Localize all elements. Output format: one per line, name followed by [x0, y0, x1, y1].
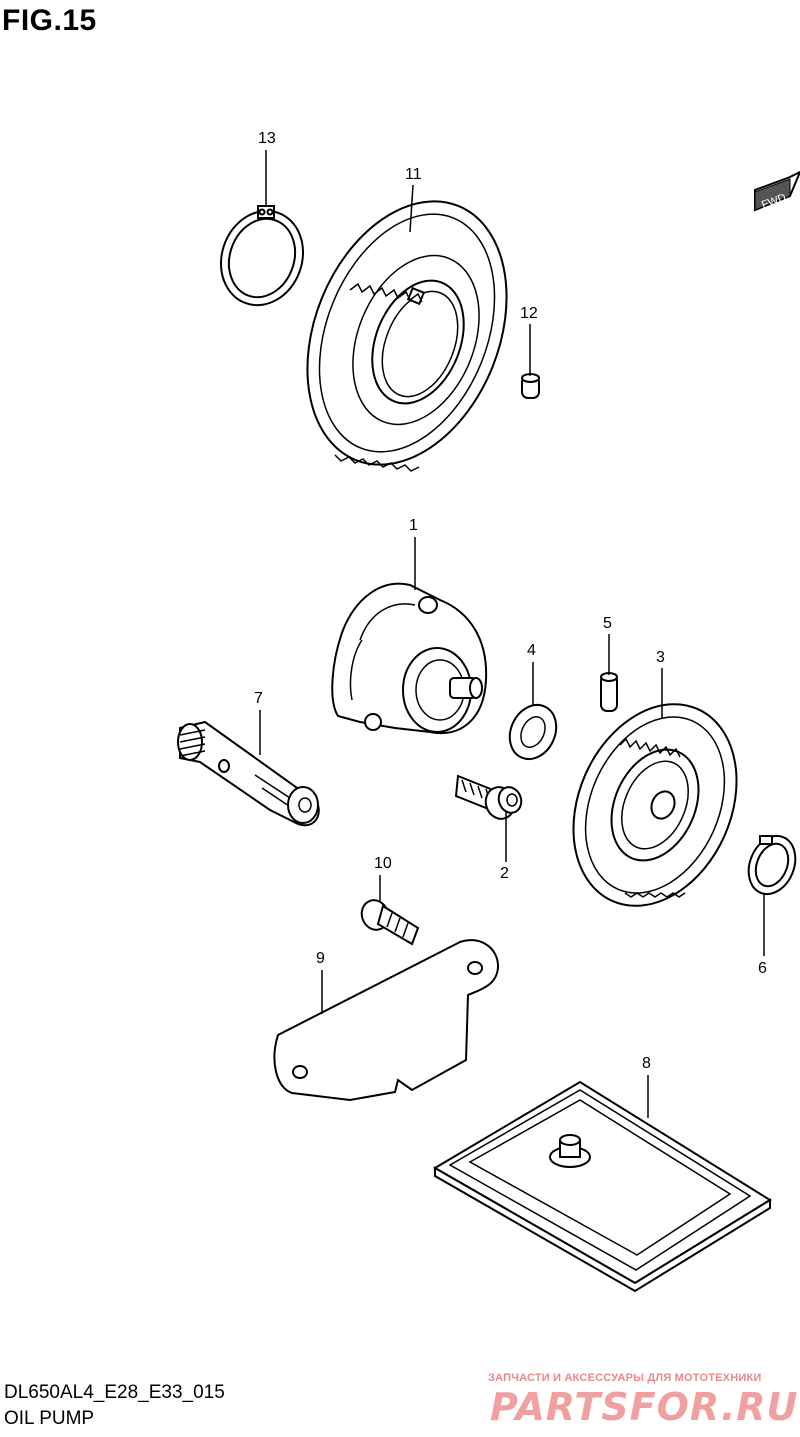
- fwd-arrow-icon: FWD: [754, 170, 800, 212]
- part-6-circlip: [747, 834, 797, 896]
- callout-7: 7: [254, 690, 263, 707]
- callout-12: 12: [520, 305, 538, 322]
- watermark-logo: PARTSFOR.RU: [490, 1385, 799, 1429]
- part-11-driven-gear: [306, 200, 508, 472]
- callout-5: 5: [603, 615, 612, 632]
- part-13-circlip: [219, 205, 305, 307]
- callout-10: 10: [374, 855, 392, 872]
- part-1-oil-pump-body: [331, 582, 488, 735]
- part-2-bolt: [454, 774, 523, 820]
- callout-2: 2: [500, 865, 509, 882]
- part-10-bolt: [360, 899, 420, 946]
- callout-6: 6: [758, 960, 767, 977]
- callout-9: 9: [316, 950, 325, 967]
- watermark-subtitle: ЗАПЧАСТИ И АКСЕССУАРЫ ДЛЯ МОТОТЕХНИКИ: [488, 1372, 762, 1384]
- figure-name: OIL PUMP: [4, 1408, 95, 1429]
- part-8-oil-strainer: [433, 1080, 772, 1293]
- callout-13: 13: [258, 130, 276, 147]
- leader-lines: [259, 150, 765, 1118]
- callout-3: 3: [656, 649, 665, 666]
- figure-title: FIG.15: [2, 4, 97, 37]
- part-5-pin: [600, 672, 618, 712]
- part-4-washer: [508, 703, 558, 761]
- callout-4: 4: [527, 642, 536, 659]
- figure-code: DL650AL4_E28_E33_015: [4, 1382, 225, 1403]
- part-7-pump-shaft: [177, 720, 320, 827]
- part-3-drive-gear: [572, 703, 738, 907]
- callout-1: 1: [409, 517, 418, 534]
- callout-11: 11: [405, 166, 422, 183]
- part-9-plate: [273, 939, 500, 1102]
- callout-8: 8: [642, 1055, 651, 1072]
- part-12-pin: [521, 373, 540, 399]
